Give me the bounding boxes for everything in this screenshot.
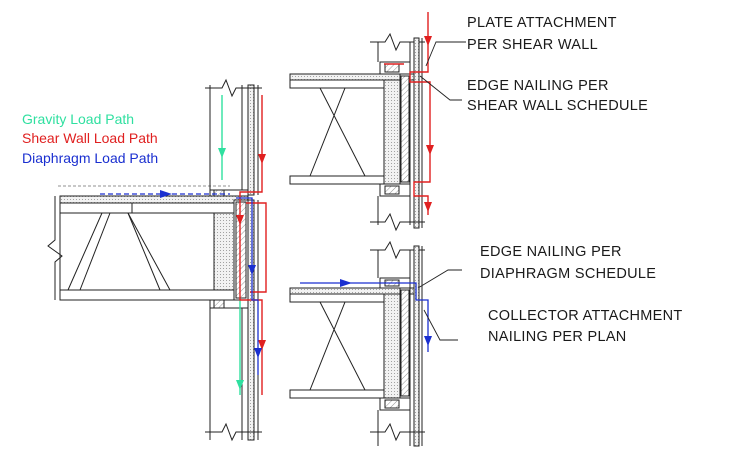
left-detail: [47, 78, 262, 442]
right-lower-detail: [289, 240, 425, 447]
callout-collector-line-1: COLLECTOR ATTACHMENT: [488, 308, 683, 324]
callout-plate-line-2: PER SHEAR WALL: [467, 37, 598, 53]
leader-lines: [417, 41, 466, 341]
legend-gravity: Gravity Load Path: [22, 111, 134, 127]
left-gravity-arrows: [218, 95, 244, 395]
legend-diaphragm: Diaphragm Load Path: [22, 150, 158, 166]
callout-edge-sw-line-2: SHEAR WALL SCHEDULE: [467, 98, 648, 114]
callout-collector-line-2: NAILING PER PLAN: [488, 329, 627, 345]
callout-edge-dia-line-1: EDGE NAILING PER: [480, 244, 622, 260]
callout-plate-line-1: PLATE ATTACHMENT: [467, 15, 617, 31]
callout-edge-dia-line-2: DIAPHRAGM SCHEDULE: [480, 266, 656, 282]
legend: Gravity Load Path Shear Wall Load Path D…: [22, 111, 158, 166]
legend-shear: Shear Wall Load Path: [22, 130, 158, 146]
callout-edge-sw-line-1: EDGE NAILING PER: [467, 78, 609, 94]
callouts: PLATE ATTACHMENT PER SHEAR WALL EDGE NAI…: [467, 15, 683, 345]
right-upper-detail: [289, 32, 425, 232]
left-diaphragm-arrows: [58, 185, 262, 375]
left-shear-arrows: [236, 95, 267, 395]
right-upper-shear-arrows: [384, 12, 434, 215]
